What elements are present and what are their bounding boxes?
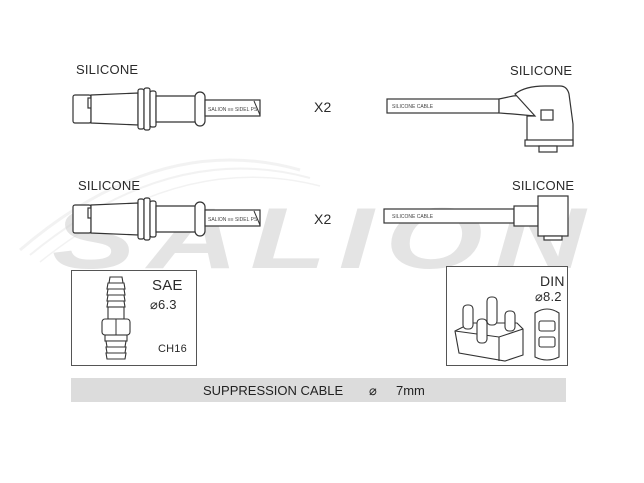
row1-left-label: SILICONE — [76, 62, 139, 77]
row2-straight-boot: SALION ≡≡ SIDEL PS — [72, 197, 261, 241]
row2-left-print: SALION ≡≡ SIDEL PS — [208, 217, 258, 223]
row2-right-print: SILICONE CABLE — [392, 214, 434, 220]
row2-left-label: SILICONE — [78, 178, 141, 193]
sae-spark-plug-icon — [101, 276, 131, 360]
row1-left-print: SALION ≡≡ SIDEL PS — [208, 107, 258, 113]
row2-right-label: SILICONE — [512, 178, 575, 193]
sae-size: ⌀6.3 — [150, 297, 177, 312]
row1-right-print: SILICONE CABLE — [392, 104, 434, 110]
row1-multiplier: X2 — [314, 99, 332, 115]
din-size: ⌀8.2 — [535, 289, 562, 304]
row1-right-label: SILICONE — [510, 63, 573, 78]
sae-terminal-box: SAE ⌀6.3 CH16 — [71, 270, 197, 366]
suppression-cable-bar: SUPPRESSION CABLE ⌀ 7mm — [71, 378, 566, 402]
din-title: DIN — [540, 273, 565, 289]
row1-angled-boot: SILICONE CABLE — [386, 85, 574, 153]
cable-diameter-symbol: ⌀ — [369, 383, 377, 398]
cable-label: SUPPRESSION CABLE — [203, 383, 344, 398]
sae-title: SAE — [152, 277, 183, 294]
din-distributor-cap-icon — [454, 296, 524, 362]
sae-hex: CH16 — [158, 343, 187, 355]
row2-straight-connector: SILICONE CABLE — [383, 195, 569, 241]
din-terminal-box: DIN ⌀8.2 — [446, 266, 568, 366]
din-terminal-icon — [534, 308, 560, 361]
cable-diameter: 7mm — [396, 383, 425, 398]
row2-multiplier: X2 — [314, 211, 332, 227]
row1-straight-boot: SALION ≡≡ SIDEL PS — [72, 87, 261, 131]
